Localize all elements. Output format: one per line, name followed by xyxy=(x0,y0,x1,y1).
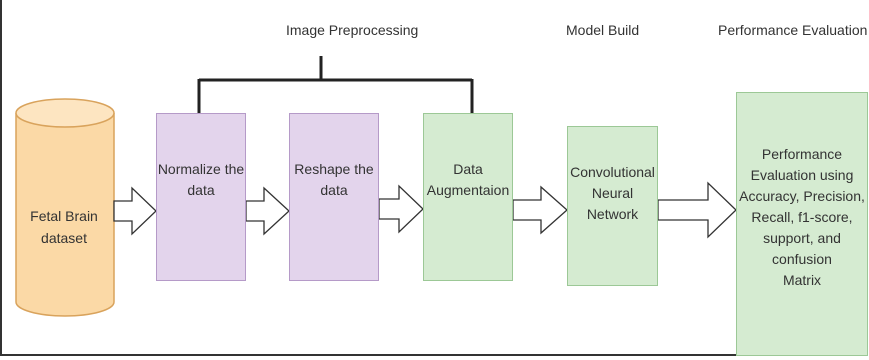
header-performance-evaluation: Performance Evaluation xyxy=(718,22,868,38)
evaluation-box: Performance Evaluation using Accuracy, P… xyxy=(736,92,868,356)
arrow-cnn-to-evaluation xyxy=(657,181,737,239)
arrow-normalize-to-reshape xyxy=(245,186,290,236)
dataset-cylinder xyxy=(15,98,115,317)
reshape-box: Reshape the data xyxy=(289,113,379,281)
normalize-box: Normalize the data xyxy=(156,113,246,281)
evaluation-label: Performance Evaluation using Accuracy, P… xyxy=(739,145,865,288)
header-model-build: Model Build xyxy=(566,22,640,38)
cnn-box: Convolutional Neural Network xyxy=(567,126,658,286)
cnn-label: Convolutional Neural Network xyxy=(570,163,655,222)
augmentation-box: Data Augmentaion xyxy=(423,113,513,281)
preprocessing-bracket xyxy=(197,56,474,113)
arrow-augmentation-to-cnn xyxy=(512,185,568,235)
dataset-label: Fetal Brain dataset xyxy=(30,208,98,246)
augmentation-label: Data Augmentaion xyxy=(426,161,510,198)
header-image-preprocessing: Image Preprocessing xyxy=(286,22,419,38)
normalize-label: Normalize the data xyxy=(157,161,245,198)
reshape-label: Reshape the data xyxy=(294,161,374,198)
arrow-dataset-to-normalize xyxy=(113,186,157,236)
arrow-reshape-to-augmentation xyxy=(378,184,424,234)
